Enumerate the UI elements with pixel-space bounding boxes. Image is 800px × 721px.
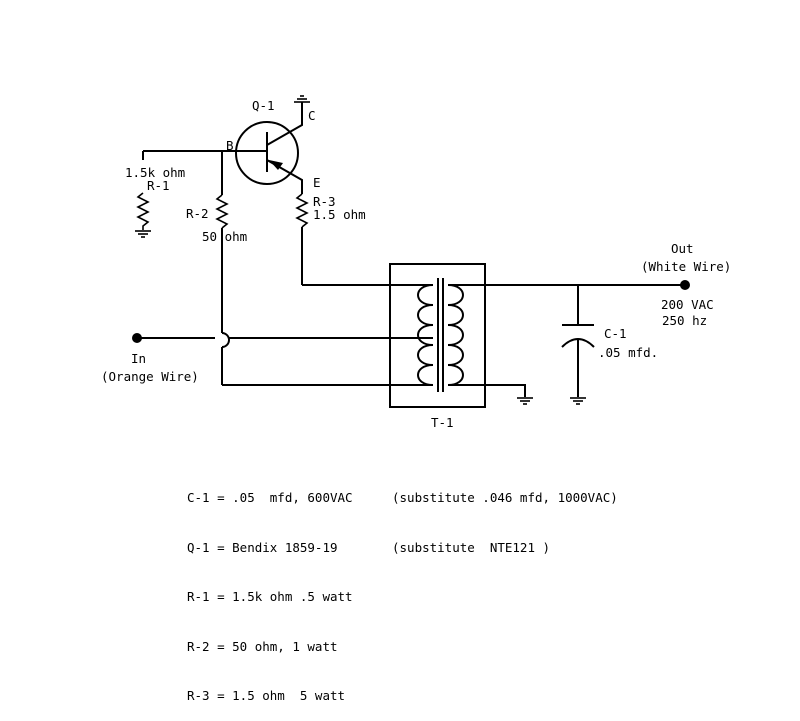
q1-label: Q-1 bbox=[252, 98, 275, 113]
capacitor-ground-icon bbox=[570, 397, 586, 405]
secondary-ground-icon bbox=[517, 397, 533, 405]
r1-ground-icon bbox=[135, 230, 151, 238]
collector-ground-icon bbox=[294, 95, 310, 103]
out-frequency-label: 250 hz bbox=[662, 313, 707, 328]
output-terminal bbox=[680, 280, 690, 290]
parts-list-row: C-1 = .05 mfd, 600VAC (substitute .046 m… bbox=[187, 490, 618, 507]
t1-label: T-1 bbox=[431, 415, 454, 430]
part-r2: R-2 = 50 ohm, 1 watt bbox=[187, 638, 338, 654]
c1-value-label: .05 mfd. bbox=[598, 345, 658, 360]
part-r3: R-3 = 1.5 ohm 5 watt bbox=[187, 688, 346, 703]
schematic: Q-1 B C E 1.5k ohm R-1 R-2 50 ohm R-3 1.… bbox=[101, 95, 731, 430]
resistor-r3 bbox=[295, 193, 309, 228]
transformer-box bbox=[389, 263, 486, 408]
part-q1-substitute: (substitute NTE121 ) bbox=[392, 539, 551, 555]
parts-list-row: R-3 = 1.5 ohm 5 watt bbox=[187, 688, 618, 705]
emitter-lead bbox=[266, 159, 303, 194]
wire-crossover-hop bbox=[221, 332, 230, 348]
part-c1-substitute: (substitute .046 mfd, 1000VAC) bbox=[392, 490, 618, 505]
r1-name-label: R-1 bbox=[147, 178, 170, 193]
transistor-body bbox=[235, 121, 299, 185]
r2-value-label: 50 ohm bbox=[202, 229, 247, 244]
parts-list-row: R-1 = 1.5k ohm .5 watt bbox=[187, 589, 618, 606]
c1-name-label: C-1 bbox=[604, 326, 627, 341]
in-wire-label: (Orange Wire) bbox=[101, 369, 199, 384]
transistor-q1 bbox=[222, 102, 303, 194]
transformer-t1 bbox=[389, 263, 486, 408]
emitter-arrow bbox=[269, 160, 283, 170]
resistor-r2 bbox=[215, 194, 229, 229]
base-label: B bbox=[226, 138, 234, 153]
primary-coil bbox=[417, 284, 434, 386]
resistor-r1 bbox=[136, 192, 150, 230]
secondary-coil bbox=[447, 284, 464, 386]
parts-list-row: Q-1 = Bendix 1859-19 (substitute NTE121 … bbox=[187, 540, 618, 557]
r3-value-label: 1.5 ohm bbox=[313, 207, 366, 222]
r2-name-label: R-2 bbox=[186, 206, 209, 221]
parts-list-row: R-2 = 50 ohm, 1 watt bbox=[187, 639, 618, 656]
capacitor-c1 bbox=[561, 285, 595, 397]
part-c1: C-1 = .05 mfd, 600VAC bbox=[187, 490, 353, 505]
out-label: Out bbox=[671, 241, 694, 256]
part-q1: Q-1 = Bendix 1859-19 bbox=[187, 539, 338, 555]
r3-name-label: R-3 bbox=[313, 194, 336, 209]
collector-label: C bbox=[308, 108, 316, 123]
parts-list: C-1 = .05 mfd, 600VAC (substitute .046 m… bbox=[187, 457, 618, 721]
out-wire-label: (White Wire) bbox=[641, 259, 731, 274]
collector-lead bbox=[266, 102, 303, 146]
part-r1: R-1 = 1.5k ohm .5 watt bbox=[187, 589, 353, 604]
out-voltage-label: 200 VAC bbox=[661, 297, 714, 312]
in-label: In bbox=[131, 351, 146, 366]
emitter-label: E bbox=[313, 175, 321, 190]
secondary-ground-wire bbox=[448, 384, 526, 397]
r1-value-label: 1.5k ohm bbox=[125, 165, 185, 180]
